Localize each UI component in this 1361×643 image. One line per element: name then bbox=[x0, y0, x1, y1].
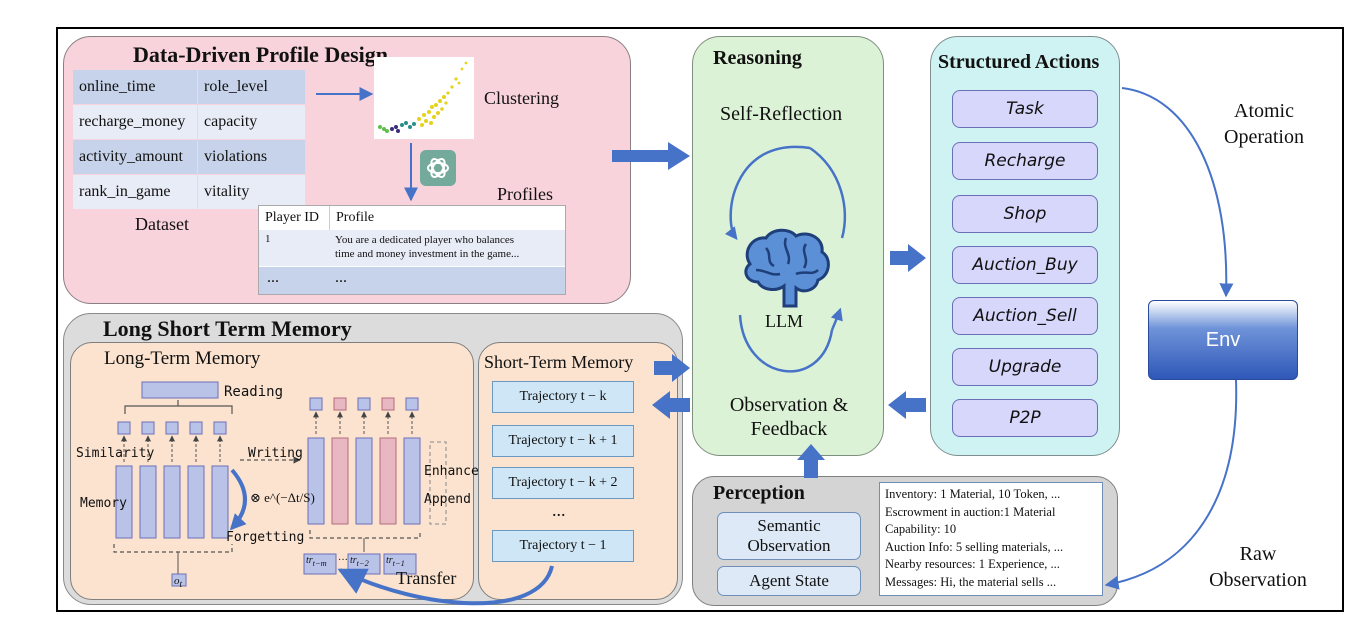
arrow-reasoning-to-actions bbox=[890, 244, 926, 272]
observation-token: ot bbox=[174, 575, 183, 590]
clustering-scatter bbox=[374, 57, 474, 139]
clustering-label: Clustering bbox=[484, 88, 559, 108]
perception-info-line: Capability: 10 bbox=[885, 522, 957, 536]
reading-label: Reading bbox=[224, 384, 284, 400]
tr-dots: ··· bbox=[338, 555, 348, 566]
enhance-label: Enhance bbox=[424, 464, 479, 479]
action-auction-buy: Auction_Buy bbox=[952, 246, 1098, 284]
arrow-perception-to-reasoning bbox=[797, 444, 825, 478]
short-term-memory-title: Short-Term Memory bbox=[484, 352, 634, 372]
diagram-frame bbox=[56, 27, 1344, 612]
arrow-memory-to-reasoning bbox=[654, 354, 690, 382]
arrow-actions-to-reasoning bbox=[888, 391, 926, 419]
perception-info-line: Nearby resources: 1 Experience, ... bbox=[885, 557, 1060, 571]
action-task: Task bbox=[952, 90, 1098, 128]
tr-token: trt−2 bbox=[350, 555, 369, 568]
arrow-profile-to-reasoning bbox=[612, 142, 690, 170]
trajectory-box: Trajectory t − k bbox=[492, 381, 634, 413]
profiles-table: Player ID Profile 1 You are a dedicated … bbox=[258, 205, 566, 295]
dataset-cell: rank_in_game bbox=[73, 175, 197, 209]
dataset-cell: capacity bbox=[198, 105, 305, 139]
self-reflection-label: Self-Reflection bbox=[720, 103, 843, 125]
reasoning-loop bbox=[724, 145, 847, 373]
openai-logo-icon bbox=[420, 150, 456, 186]
arrow-reasoning-to-memory bbox=[652, 391, 690, 419]
dataset-cell: vitality bbox=[198, 175, 305, 209]
tr-token: trt−1 bbox=[386, 555, 405, 568]
long-term-memory-schematic bbox=[113, 381, 447, 587]
profiles-ellipsis: ... bbox=[335, 269, 347, 286]
memory-label: Memory bbox=[80, 496, 127, 511]
raw-observation-label: Raw Observation bbox=[1209, 543, 1307, 591]
append-label: Append bbox=[424, 492, 471, 507]
env-box: Env bbox=[1148, 300, 1298, 380]
transfer-label: Transfer bbox=[396, 568, 457, 588]
dataset-table: online_time role_level recharge_money ca… bbox=[73, 70, 305, 210]
trajectory-box: Trajectory t − k + 2 bbox=[492, 467, 634, 499]
trajectory-ellipsis: ... bbox=[552, 500, 566, 520]
action-p2p: P2P bbox=[952, 399, 1098, 437]
observation-feedback-label: Observation & Feedback bbox=[729, 394, 849, 440]
semantic-observation-box: Semantic Observation bbox=[717, 512, 861, 560]
forgetting-label: Forgetting bbox=[226, 530, 305, 545]
perception-info-line: Inventory: 1 Material, 10 Token, ... bbox=[885, 487, 1061, 501]
perception-info-line: Messages: Hi, the material sells ... bbox=[885, 574, 1057, 589]
profiles-row-id: 1 bbox=[265, 233, 271, 245]
trajectory-box: Trajectory t − k + 1 bbox=[492, 425, 634, 457]
dataset-cell: online_time bbox=[73, 70, 197, 104]
writing-label: Writing bbox=[248, 446, 303, 461]
agent-state-box: Agent State bbox=[717, 566, 861, 596]
env-label: Env bbox=[1205, 328, 1241, 351]
perception-info-line: Auction Info: 5 selling materials, ... bbox=[885, 539, 1064, 554]
dataset-cell: role_level bbox=[198, 70, 305, 104]
decay-formula: ⊗ e^(−Δt/S) bbox=[250, 490, 315, 505]
trajectory-box: Trajectory t − 1 bbox=[492, 530, 634, 562]
dataset-cell: recharge_money bbox=[73, 105, 197, 139]
action-recharge: Recharge bbox=[952, 142, 1098, 180]
profiles-row-profile: You are a dedicated player who balances … bbox=[335, 234, 520, 260]
memory-panel-title: Long Short Term Memory bbox=[103, 316, 352, 341]
long-term-memory-title: Long-Term Memory bbox=[104, 348, 261, 369]
profiles-label: Profiles bbox=[497, 184, 553, 204]
action-shop: Shop bbox=[952, 195, 1098, 233]
action-auction-sell: Auction_Sell bbox=[952, 297, 1098, 335]
perception-info-box: Inventory: 1 Material, 10 Token, ... Esc… bbox=[879, 482, 1103, 596]
profile-panel-title: Data-Driven Profile Design bbox=[133, 42, 388, 67]
dataset-cell: activity_amount bbox=[73, 140, 197, 174]
profiles-ellipsis: ... bbox=[267, 269, 279, 286]
dataset-label: Dataset bbox=[135, 214, 189, 234]
perception-info-line: Escrowment in auction:1 Material bbox=[885, 504, 1056, 519]
brain-icon bbox=[744, 228, 830, 308]
perception-title: Perception bbox=[713, 482, 805, 504]
tr-token: trt−m bbox=[306, 555, 327, 568]
action-upgrade: Upgrade bbox=[952, 348, 1098, 386]
dataset-cell: violations bbox=[198, 140, 305, 174]
profiles-header-profile: Profile bbox=[329, 206, 565, 230]
llm-label: LLM bbox=[765, 311, 803, 331]
similarity-label: Similarity bbox=[76, 446, 155, 461]
atomic-operation-label: Atomic Operation bbox=[1224, 100, 1304, 148]
structured-actions-title: Structured Actions bbox=[938, 51, 1100, 73]
reasoning-title: Reasoning bbox=[713, 47, 802, 69]
profiles-header-id: Player ID bbox=[265, 210, 320, 225]
